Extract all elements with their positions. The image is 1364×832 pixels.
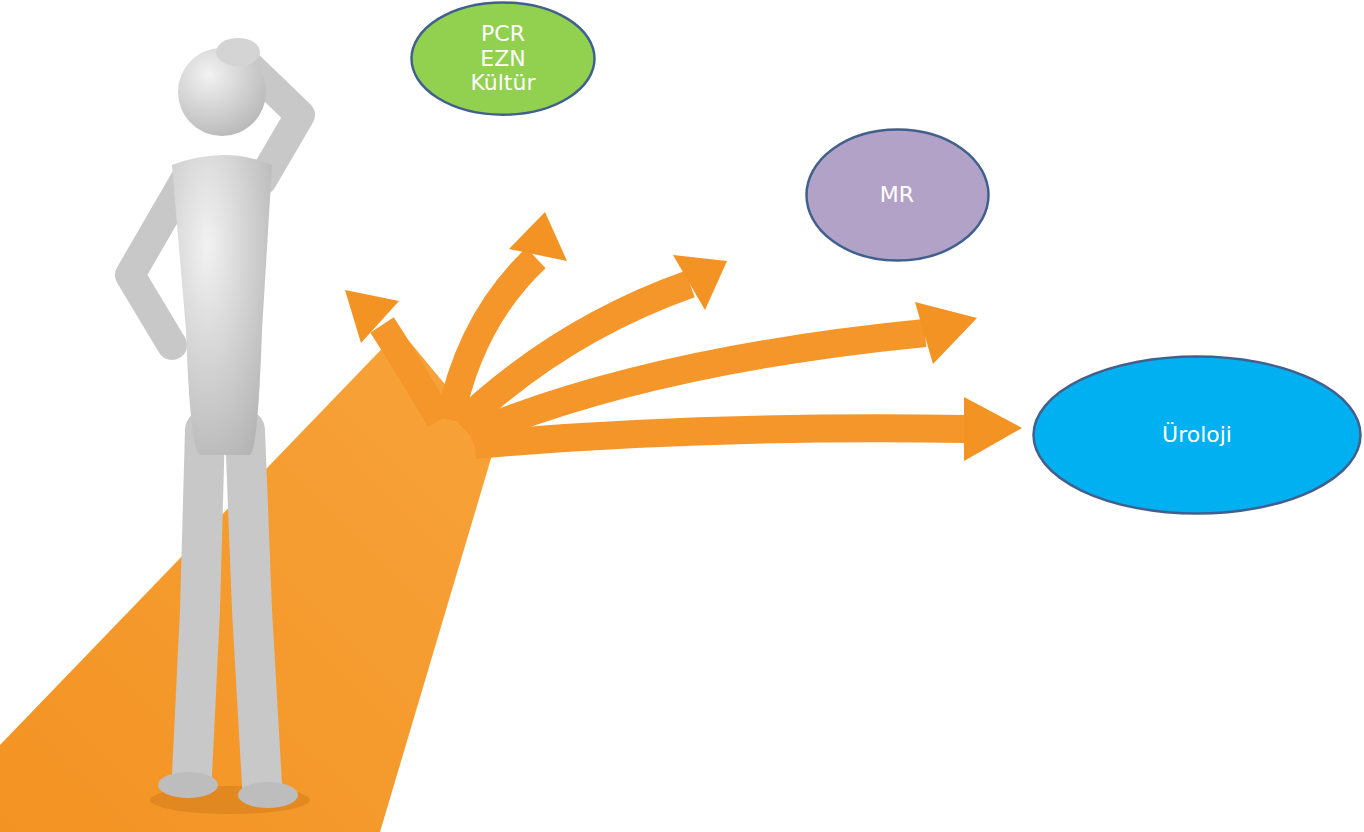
arrow-head (915, 302, 977, 364)
node-text: Kültür (470, 71, 535, 95)
arrow-head (509, 212, 567, 261)
left-leg (192, 430, 205, 775)
foot (238, 782, 298, 808)
thinking-figure (130, 38, 310, 814)
hand (216, 38, 260, 66)
imaging-ellipse: MR (805, 128, 990, 262)
right-leg (245, 430, 262, 785)
arrow-shaft (475, 428, 966, 445)
arrow-head (964, 397, 1022, 461)
arrow-head (345, 290, 399, 343)
arrow-shafts (382, 258, 966, 445)
node-text: EZN (480, 47, 525, 71)
department-ellipse: Üroloji (1032, 355, 1362, 515)
foot (158, 772, 218, 798)
ellipse-shape (412, 3, 595, 115)
ellipse-shape (806, 130, 988, 261)
node-text: PCR (481, 22, 525, 46)
node-text: Üroloji (1162, 423, 1232, 447)
arrow-shaft (382, 325, 440, 420)
torso (172, 155, 272, 455)
ellipse-shape (1034, 357, 1361, 514)
method-ellipse: PCREZNKültür (410, 1, 596, 116)
arrow-head (673, 255, 727, 310)
node-text: MR (880, 183, 914, 207)
